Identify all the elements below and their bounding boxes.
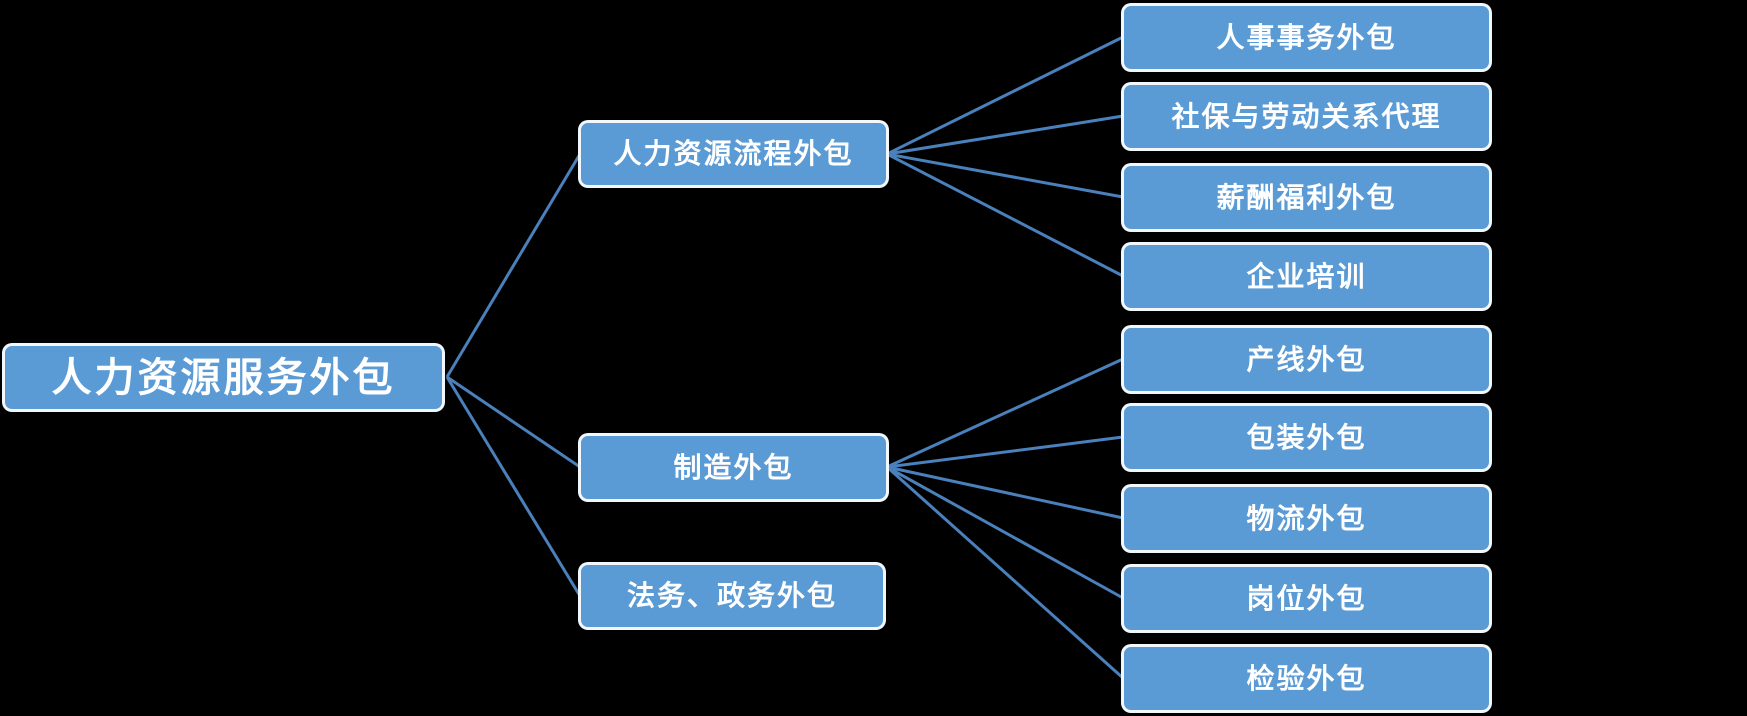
- node-leaf-social-security-labor-relations: 社保与劳动关系代理: [1121, 82, 1492, 151]
- node-leaf-position: 岗位外包: [1121, 564, 1492, 633]
- connector-line: [886, 435, 1124, 469]
- connector-line: [886, 465, 1124, 680]
- connector-line: [445, 153, 582, 378]
- connector-line: [886, 35, 1124, 156]
- node-leaf-logistics: 物流外包: [1121, 484, 1492, 553]
- connector-line: [886, 114, 1124, 156]
- node-leaf-personnel-affairs: 人事事务外包: [1121, 3, 1492, 72]
- connector-line: [886, 152, 1124, 199]
- node-leaf-packaging: 包装外包: [1121, 403, 1492, 472]
- connector-line: [886, 465, 1124, 600]
- node-branch-manufacturing-outsourcing: 制造外包: [578, 433, 889, 502]
- connector-line: [445, 376, 582, 597]
- node-root-hr-service-outsourcing: 人力资源服务外包: [2, 343, 445, 412]
- node-leaf-corporate-training: 企业培训: [1121, 242, 1492, 311]
- node-leaf-compensation-benefits: 薪酬福利外包: [1121, 163, 1492, 232]
- connector-line: [886, 357, 1124, 469]
- connector-line: [886, 152, 1124, 278]
- connector-line: [886, 465, 1124, 520]
- node-leaf-inspection: 检验外包: [1121, 644, 1492, 713]
- connector-line: [446, 375, 581, 469]
- node-leaf-production-line: 产线外包: [1121, 325, 1492, 394]
- node-branch-hr-process-outsourcing: 人力资源流程外包: [578, 120, 889, 188]
- node-branch-legal-government-outsourcing: 法务、政务外包: [578, 562, 886, 630]
